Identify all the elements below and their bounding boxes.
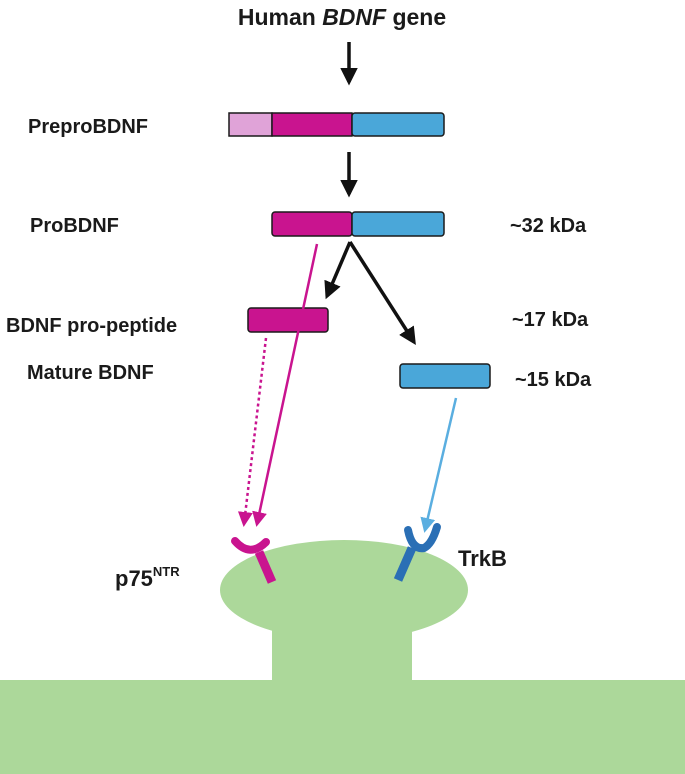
propeptide-protein bbox=[247, 307, 329, 333]
p75ntr-binding-cup bbox=[231, 537, 270, 554]
preprobdnf-label: PreproBDNF bbox=[28, 116, 148, 138]
diagram-title: Human BDNF gene bbox=[238, 4, 446, 30]
mature-bdnf-label: Mature BDNF bbox=[27, 362, 154, 384]
trkb-label: TrkB bbox=[458, 546, 507, 571]
arrow-propeptide-to-p75 bbox=[237, 337, 268, 527]
p75ntr-stem bbox=[254, 550, 277, 584]
mature-domain bbox=[351, 112, 445, 137]
probdnf-size: ~32 kDa bbox=[510, 215, 587, 237]
preprobdnf-protein bbox=[228, 112, 445, 137]
dendrite-shaft bbox=[0, 680, 685, 774]
prodomain bbox=[271, 112, 353, 137]
mature-bdnf-protein bbox=[399, 363, 491, 389]
propeptide-label: BDNF pro-peptide bbox=[6, 315, 177, 337]
prodomain bbox=[271, 211, 353, 237]
mature-domain bbox=[351, 211, 445, 237]
p75ntr-receptor bbox=[231, 537, 277, 584]
probdnf-label: ProBDNF bbox=[30, 215, 119, 237]
dendritic-spine bbox=[0, 540, 685, 774]
trkb-receptor bbox=[393, 523, 441, 582]
arrow-pro-to-mature bbox=[348, 241, 416, 345]
trkb-stem bbox=[393, 546, 417, 582]
p75ntr-label: p75NTR bbox=[115, 564, 180, 591]
arrow-mature-to-trkb bbox=[420, 397, 458, 533]
propeptide-size: ~17 kDa bbox=[512, 309, 589, 331]
probdnf-protein bbox=[271, 211, 445, 237]
arrow-probdnf-to-p75 bbox=[252, 243, 319, 527]
mature-bdnf-size: ~15 kDa bbox=[515, 369, 592, 391]
signal-peptide-domain bbox=[228, 112, 273, 137]
trkb-binding-cup bbox=[404, 523, 441, 553]
arrow-pro-to-propeptide bbox=[324, 241, 352, 300]
